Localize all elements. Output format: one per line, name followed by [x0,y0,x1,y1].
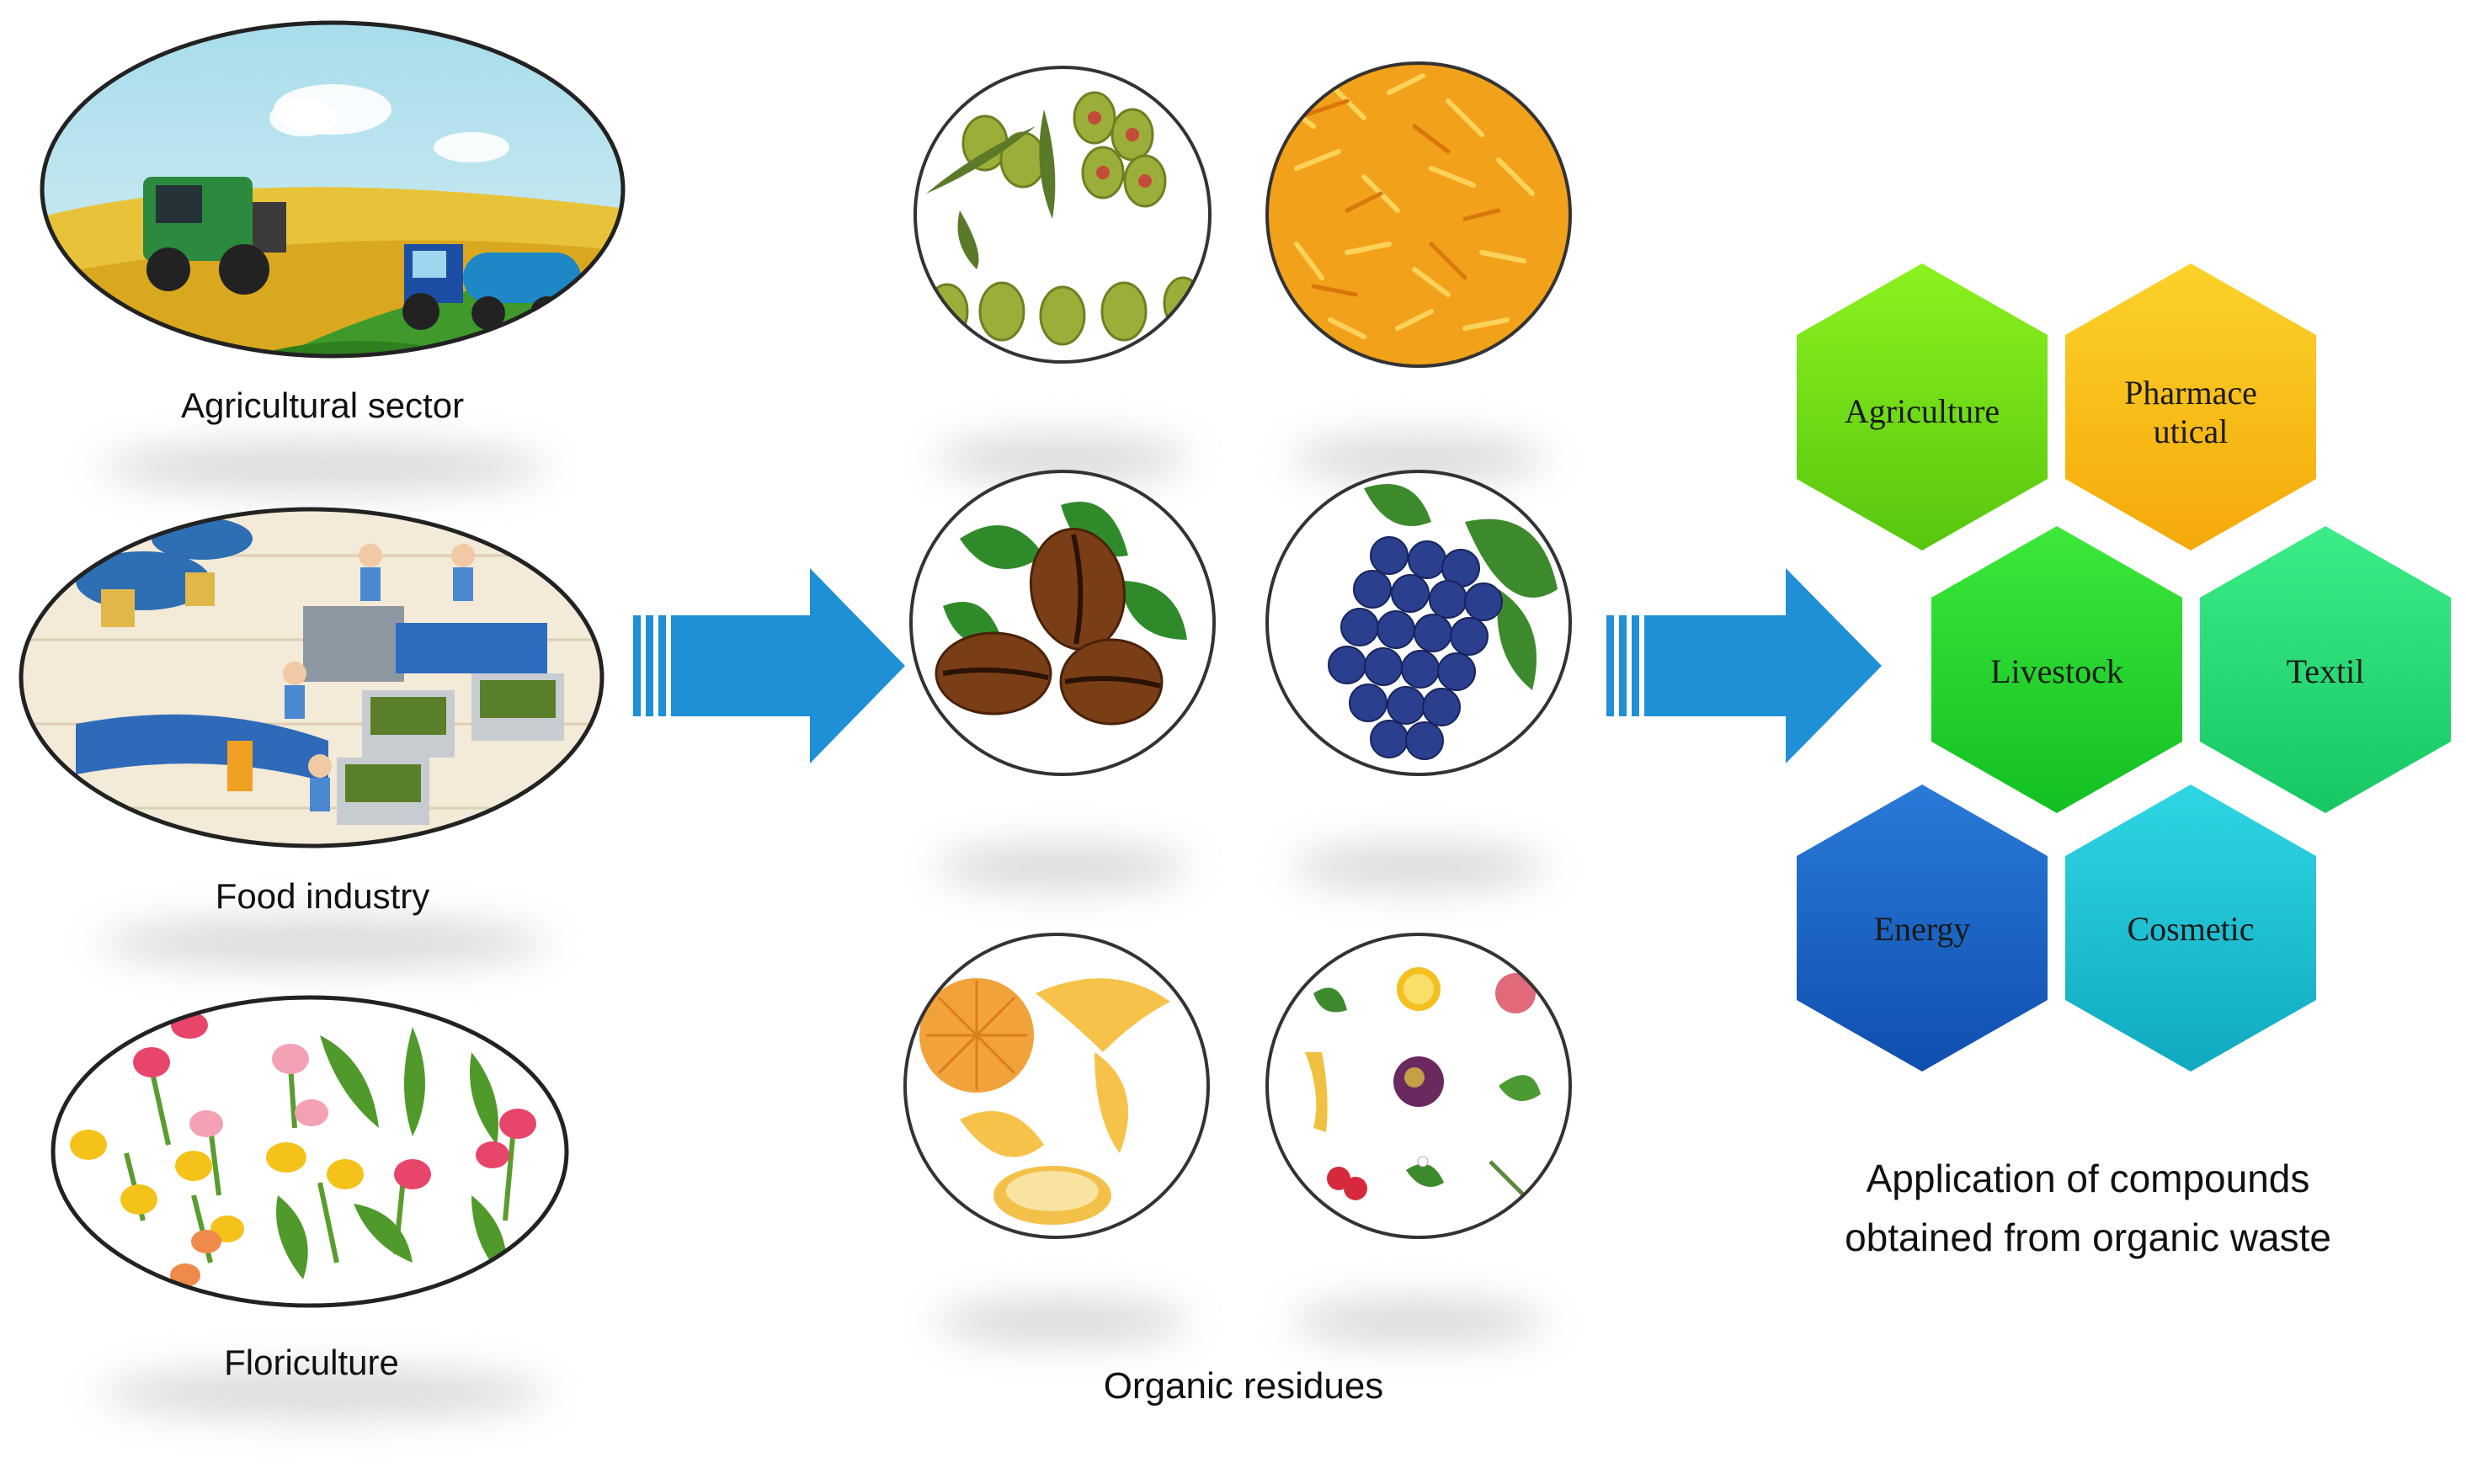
applications-caption-line1: Application of compounds [1867,1157,2310,1200]
source-label-agricultural: Agricultural sector [181,386,464,425]
source-label-floriculture: Floriculture [224,1343,399,1382]
hexagon-textil-label: Textil [2287,652,2365,690]
hexagon-cosmetic-label: Cosmetic [2127,910,2254,948]
residue-olives [913,66,1212,364]
hexagon-pharmaceutical-label-line1: Pharmace [2124,374,2257,412]
residue-citrus-peel [903,933,1210,1239]
floriculture-illustration [51,995,569,1308]
arrow-sources-to-residues [633,568,905,763]
residues-label: Organic residues [1104,1365,1384,1407]
hexagon-textil: Textil [2200,526,2451,813]
agricultural-sector-illustration [40,20,626,359]
hexagon-livestock: Livestock [1931,526,2182,813]
hexagon-cosmetic: Cosmetic [2065,785,2316,1072]
applications-caption-line2: obtained from organic waste [1845,1215,2331,1259]
food-industry-illustration [19,507,605,848]
drop-shadows [101,435,1545,1418]
residue-coffee-beans [909,470,1216,776]
residue-grapes [1265,470,1572,776]
hexagon-energy: Energy [1797,785,2048,1072]
hexagon-pharmaceutical: Pharmace utical [2065,263,2316,551]
source-label-food-industry: Food industry [216,876,429,916]
hexagon-pharmaceutical-label-line2: utical [2154,412,2229,450]
residue-orange-peel-shreds [1265,61,1572,368]
residue-fruits-and-herbs [1265,933,1572,1239]
hexagon-energy-label: Energy [1874,910,1971,948]
hexagon-agriculture-label: Agriculture [1845,392,2000,430]
hexagon-livestock-label: Livestock [1990,652,2123,690]
arrow-residues-to-applications [1606,568,1882,763]
hexagon-agriculture: Agriculture [1797,263,2048,551]
